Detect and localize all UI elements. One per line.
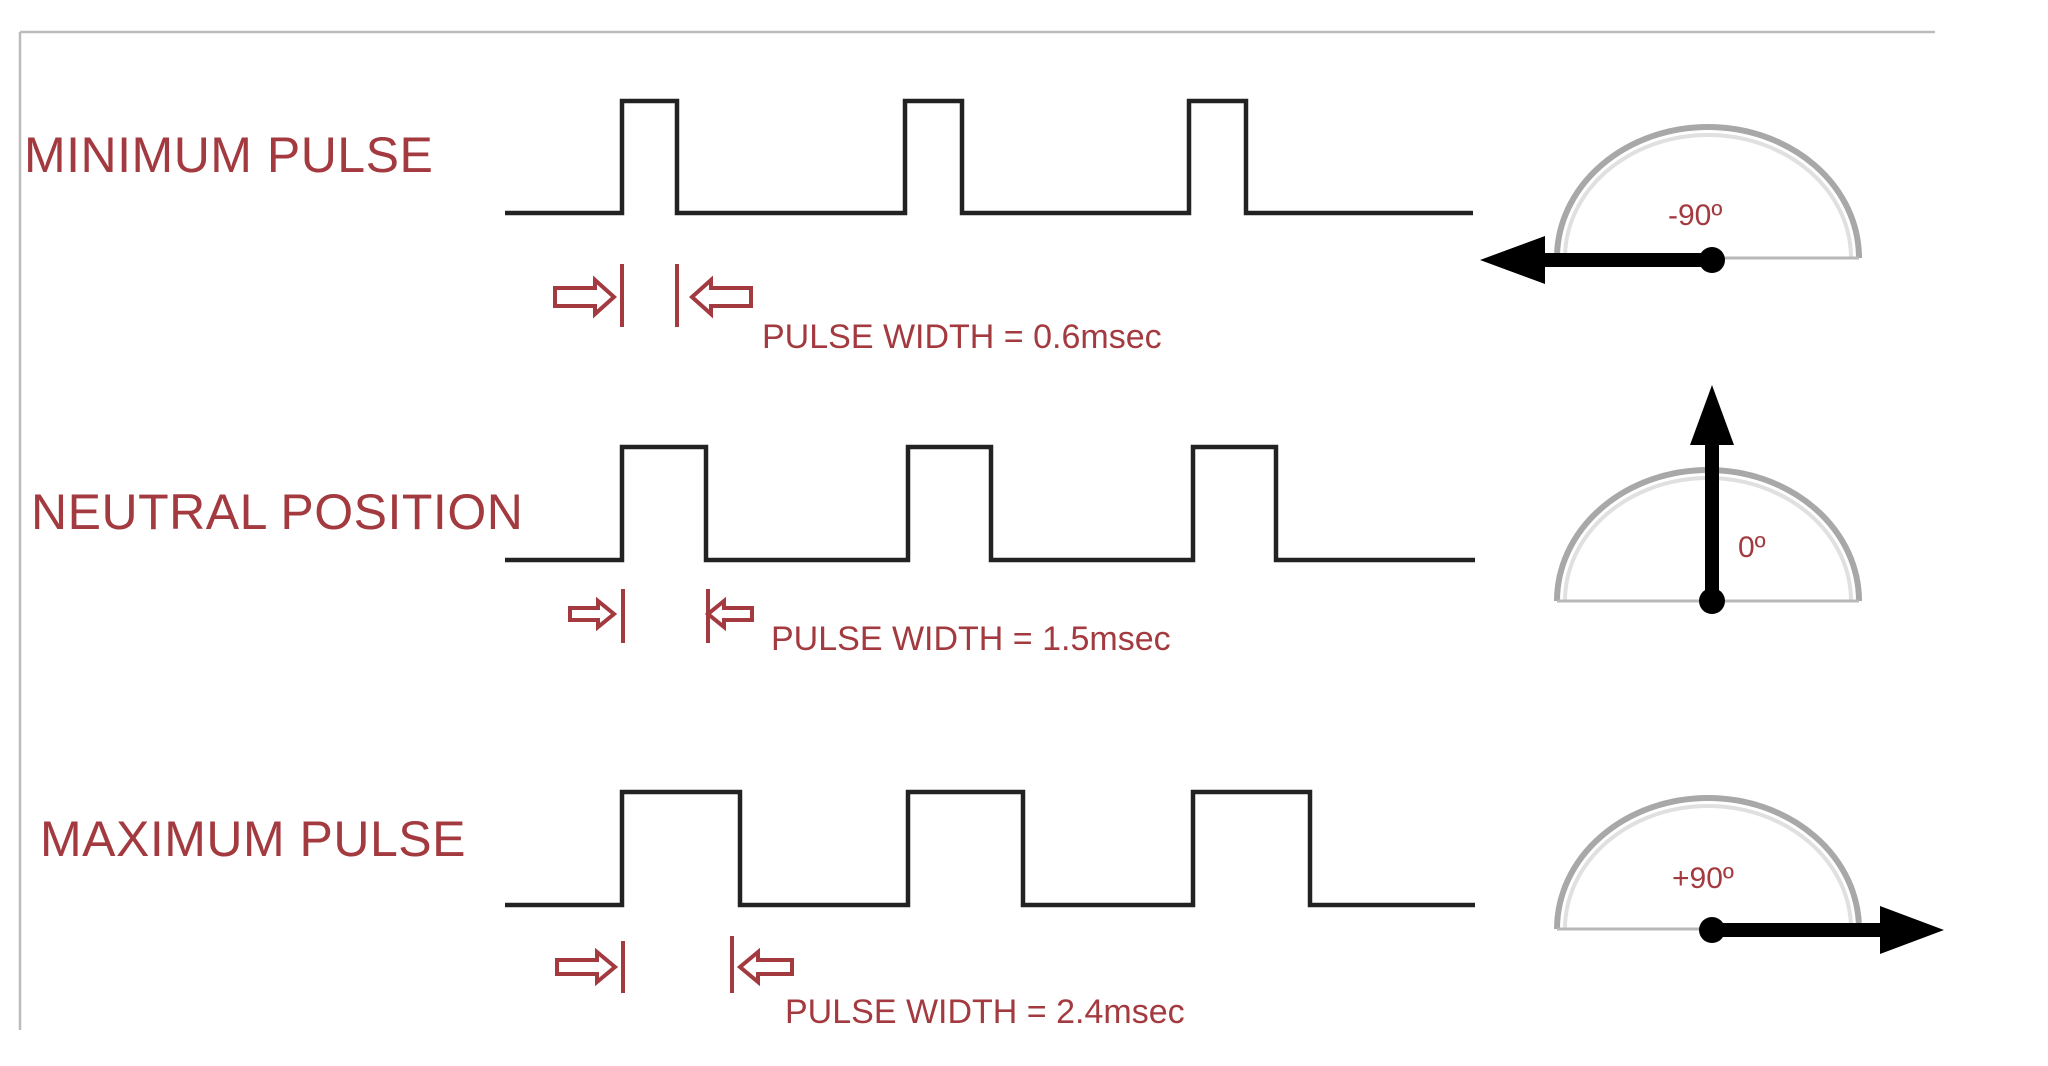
row-label: NEUTRAL POSITION — [31, 484, 523, 540]
arrow-right-icon — [1880, 906, 1944, 954]
servo-dial: -90º — [1480, 124, 1862, 284]
pulse-width-label: PULSE WIDTH = 0.6msec — [762, 318, 1162, 356]
protractor-arc — [1563, 133, 1853, 259]
dial-hub — [1699, 588, 1725, 614]
pulse-width-marker — [553, 264, 753, 327]
servo-dial: +90º — [1554, 795, 1944, 954]
left-arrow-icon — [736, 947, 794, 987]
row-label: MINIMUM PULSE — [24, 127, 433, 183]
dial-hub — [1699, 917, 1725, 943]
protractor-arc — [1563, 804, 1853, 930]
dial-hub — [1699, 247, 1725, 273]
angle-label: +90º — [1672, 862, 1734, 895]
right-arrow-icon — [555, 947, 619, 987]
left-arrow-icon — [704, 596, 754, 632]
pulse-width-marker — [568, 589, 754, 643]
servo-dial: 0º — [1554, 385, 1862, 614]
row-neutral-position: NEUTRAL POSITION PULSE WIDTH = 1.5msec 0… — [31, 385, 1862, 658]
row-minimum-pulse: MINIMUM PULSE PULSE WIDTH = 0.6msec -90º — [24, 98, 1862, 356]
angle-label: -90º — [1668, 199, 1722, 232]
angle-label: 0º — [1738, 531, 1766, 564]
arrow-up-icon — [1690, 385, 1734, 445]
pulse-waveform — [505, 444, 1475, 563]
right-arrow-icon — [568, 596, 618, 632]
row-label: MAXIMUM PULSE — [40, 811, 466, 867]
pulse-width-marker — [555, 936, 794, 993]
row-maximum-pulse: MAXIMUM PULSE PULSE WIDTH = 2.4msec +90º — [40, 789, 1944, 1031]
pulse-width-label: PULSE WIDTH = 1.5msec — [771, 620, 1171, 658]
arrow-left-icon — [1480, 236, 1545, 284]
pulse-waveform — [505, 98, 1473, 216]
right-arrow-icon — [553, 275, 617, 319]
pulse-waveform — [505, 789, 1475, 908]
left-arrow-icon — [689, 275, 753, 319]
pulse-width-label: PULSE WIDTH = 2.4msec — [785, 993, 1185, 1031]
